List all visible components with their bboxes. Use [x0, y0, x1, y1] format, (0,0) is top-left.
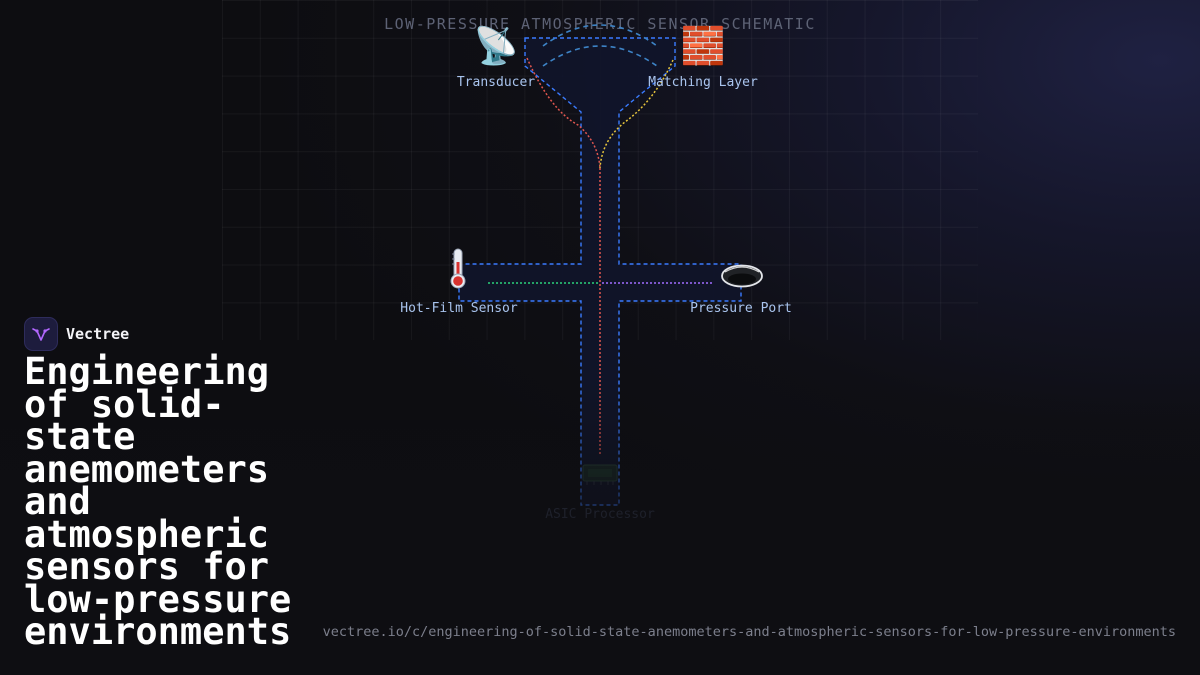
- node-matching-layer: 🧱 Matching Layer: [648, 25, 758, 90]
- brand: Vectree: [24, 317, 129, 351]
- thermometer-icon: [450, 248, 466, 289]
- diagram-title: LOW-PRESSURE ATMOSPHERIC SENSOR SCHEMATI…: [384, 15, 816, 33]
- node-pressure-port: Pressure Port: [690, 264, 792, 316]
- vectree-logo-icon: [24, 317, 58, 351]
- asic-processor-label: ASIC Processor: [545, 507, 655, 522]
- page-url: vectree.io/c/engineering-of-solid-state-…: [322, 624, 1176, 640]
- page-title: Engineering of solid-state anemometers a…: [24, 350, 292, 653]
- pressure-port-label: Pressure Port: [690, 301, 792, 316]
- trace-matching-layer-yellow: [599, 59, 674, 169]
- hot-film-sensor-label: Hot-Film Sensor: [400, 301, 518, 316]
- matching-layer-label: Matching Layer: [648, 75, 758, 90]
- satellite-dish-icon: 📡: [474, 23, 519, 67]
- transducer-label: Transducer: [457, 75, 535, 90]
- brick-wall-icon: 🧱: [681, 25, 726, 67]
- acoustic-wave-arc-outer: [542, 24, 658, 47]
- node-hot-film-sensor: Hot-Film Sensor: [400, 248, 518, 316]
- node-transducer: 📡 Transducer: [457, 23, 535, 90]
- trace-transducer-red: [526, 57, 601, 169]
- sensor-channel-body: [458, 37, 742, 506]
- port-disc-icon: [721, 264, 763, 288]
- brand-name: Vectree: [66, 325, 130, 343]
